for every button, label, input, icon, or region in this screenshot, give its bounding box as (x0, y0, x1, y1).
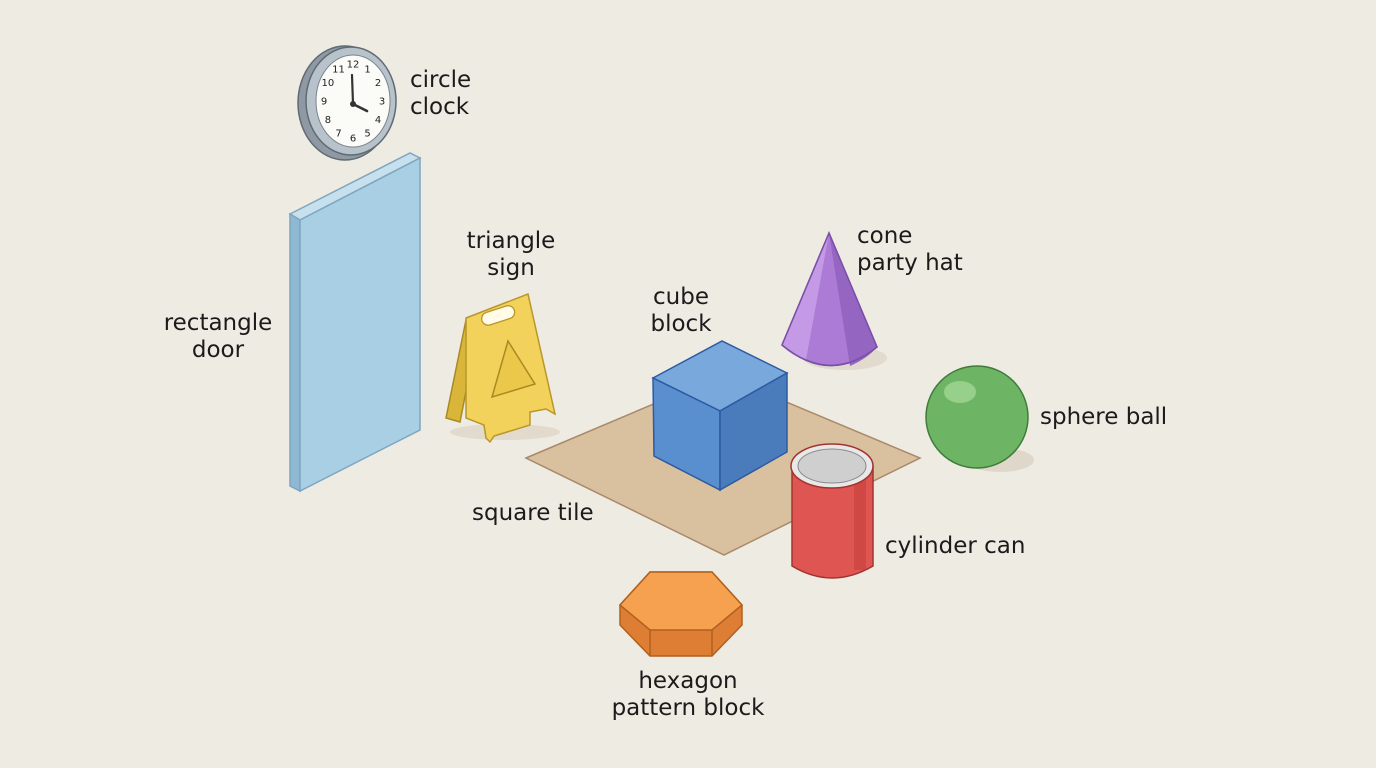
clock-numeral: 3 (379, 97, 385, 108)
clock-numeral: 1 (364, 65, 370, 76)
triangle-sign-label-line1: triangle (466, 228, 556, 254)
clock-numeral: 7 (335, 129, 341, 140)
clock-numeral: 9 (321, 97, 327, 108)
circle-clock-label-line2: clock (410, 94, 470, 120)
circle-clock-label: circle clock (410, 67, 471, 121)
rectangle-door (288, 152, 422, 493)
cube-block-label-line1: cube (653, 284, 709, 310)
hexagon-pattern-block-label-line1: hexagon (638, 668, 738, 694)
clock-numeral: 4 (375, 115, 381, 126)
clock-numeral: 11 (332, 65, 345, 76)
clock-numeral: 6 (350, 134, 356, 145)
clock-numeral: 5 (364, 129, 370, 140)
triangle-sign-label: triangle sign (455, 228, 567, 282)
clock-numeral: 8 (325, 115, 331, 126)
rectangle-door-label-line2: door (191, 337, 245, 363)
cube-block-label-line2: block (650, 311, 712, 337)
clock-numeral: 12 (347, 60, 360, 71)
triangle-sign-label-line2: sign (487, 255, 535, 281)
cube-block-label: cube block (636, 284, 726, 338)
sphere-ball-label: sphere ball (1040, 404, 1167, 431)
square-tile-label: square tile (472, 500, 594, 527)
rectangle-door-label-line1: rectangle (163, 310, 273, 336)
cone-party-hat-label: cone party hat (857, 223, 963, 277)
clock-numeral: 10 (322, 78, 335, 89)
sphere-ball-label-line1: sphere ball (1040, 404, 1168, 430)
hexagon-pattern-block-label: hexagon pattern block (598, 668, 778, 722)
cylinder-can-label: cylinder can (885, 533, 1025, 560)
clock-numeral: 2 (375, 78, 381, 89)
rectangle-door-label: rectangle door (156, 310, 280, 364)
cone-party-hat (781, 231, 887, 370)
sphere-ball (925, 365, 1034, 472)
circle-clock-label-line1: circle (410, 67, 472, 93)
cone-party-hat-label-line1: cone (857, 223, 913, 249)
hexagon-pattern-block-label-line2: pattern block (611, 695, 765, 721)
cube-block (651, 340, 789, 492)
cylinder-can-label-line1: cylinder can (885, 533, 1026, 559)
cylinder-can (790, 443, 874, 579)
triangle-sign (445, 292, 560, 444)
cone-party-hat-label-line2: party hat (857, 250, 963, 276)
hexagon-pattern-block (618, 571, 744, 657)
square-tile-label-line1: square tile (472, 500, 594, 526)
